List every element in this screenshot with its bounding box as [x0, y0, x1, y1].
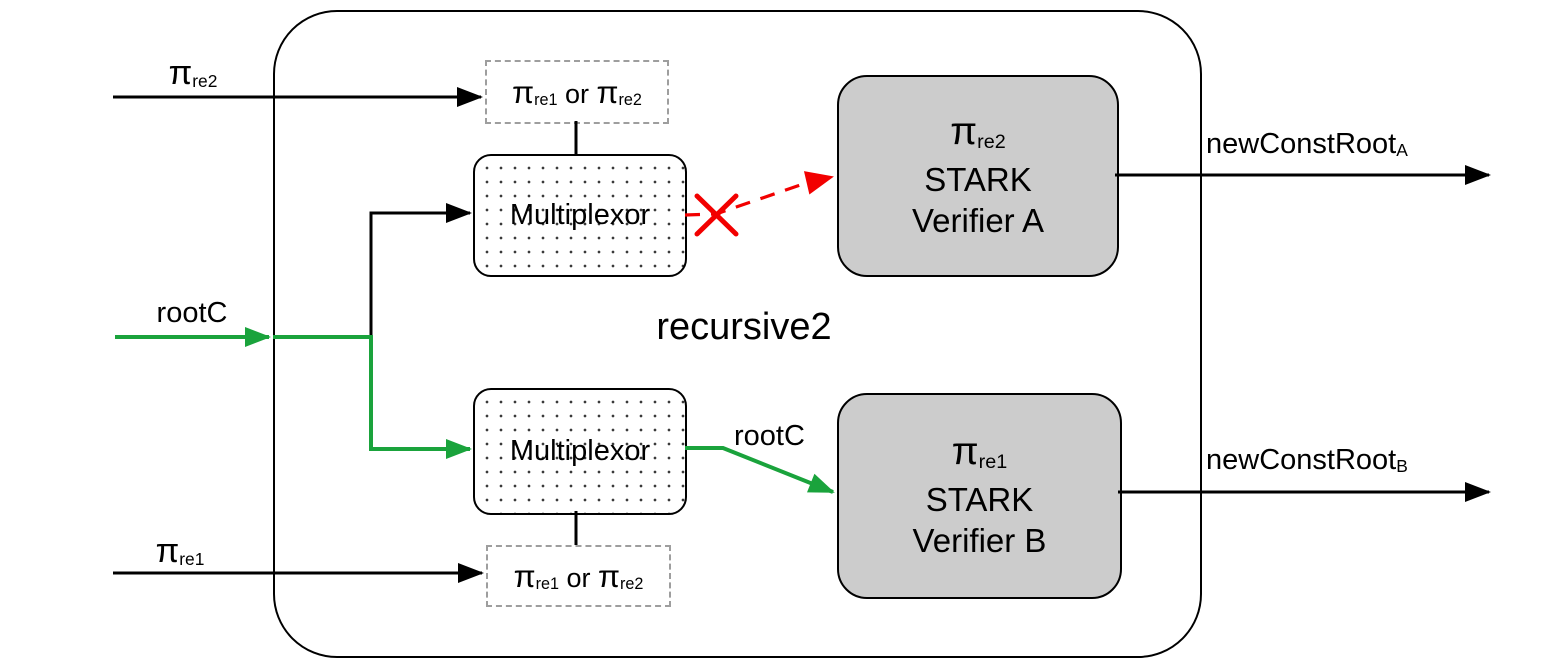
multiplexor-top-box: Multiplexor [473, 154, 687, 277]
pi-symbol: π [168, 54, 193, 92]
stark-verifier-a-box: πre2 STARK Verifier A [837, 75, 1119, 277]
multiplexor-bottom-label: Multiplexor [509, 435, 651, 467]
recursive2-container-box [273, 10, 1202, 658]
proof-slot-top-box: πre1 or πre2 [485, 60, 669, 124]
proof-slot-bottom-label: πre1 or πre2 [513, 557, 644, 594]
edge-label-rootc: rootC [734, 420, 805, 452]
verifier-b-title: Verifier B [912, 522, 1047, 559]
proof-slot-top-label: πre1 or πre2 [512, 73, 642, 110]
verifier-a-title: Verifier A [911, 202, 1045, 239]
output-label-newconstroot-a: newConstRootA [1206, 128, 1408, 161]
diagram-title: recursive2 [656, 306, 832, 348]
verifier-a-system-label: STARK [924, 161, 1032, 198]
input-label-rootc: rootC [156, 297, 228, 329]
verifier-b-system-label: STARK [925, 481, 1034, 518]
input-label-pi-re1: πre1 [105, 532, 255, 571]
input-label-pi-re2: πre2 [118, 54, 268, 93]
output-label-newconstroot-b: newConstRootB [1206, 444, 1408, 477]
pi-subscript: re1 [179, 549, 205, 570]
pi-subscript: re2 [192, 71, 218, 92]
multiplexor-top-label: Multiplexor [509, 199, 651, 231]
stark-verifier-b-box: πre1 STARK Verifier B [837, 393, 1122, 599]
proof-slot-bottom-box: πre1 or πre2 [486, 545, 671, 607]
multiplexor-bottom-box: Multiplexor [473, 388, 687, 515]
pi-symbol: π [155, 532, 180, 570]
verifier-b-proof-label: πre1 [951, 430, 1008, 473]
verifier-a-proof-label: πre2 [950, 110, 1006, 153]
